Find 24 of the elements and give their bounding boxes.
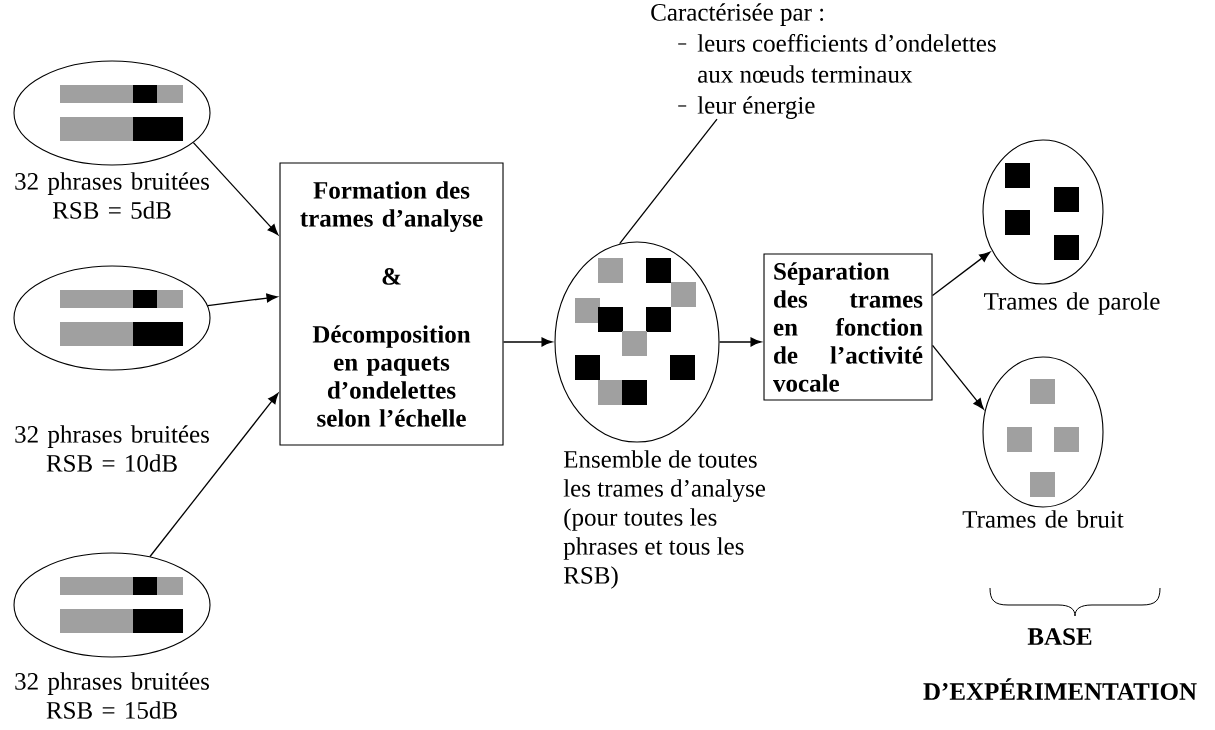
ellipse xyxy=(982,139,1104,285)
ellipse xyxy=(13,265,211,371)
node-caption: 32 phrases bruitées RSB = 10dB xyxy=(15,425,209,472)
node-caption: 32 phrases bruitées RSB = 5dB xyxy=(15,172,209,219)
arrow xyxy=(718,337,762,347)
arrow xyxy=(207,293,278,307)
arrow xyxy=(502,337,553,347)
node-caption: Ensemble de toutes les trames d’analyse (pour toutes les phrases et tous les RSB) xyxy=(563,450,766,589)
process-box: Séparation des trames en fonction de l’activité vocale xyxy=(763,253,933,401)
node-caption: Trames de parole xyxy=(984,292,1160,315)
process-box: Formation des trames d’analyse & Décomposition en paquets d’ondelettes selon l’échelle xyxy=(279,162,504,446)
arrow xyxy=(149,392,279,558)
arrow xyxy=(931,344,984,410)
ellipse xyxy=(554,241,720,443)
arrow xyxy=(931,251,991,297)
ellipse xyxy=(13,552,211,658)
node-caption: Trames de bruit xyxy=(962,510,1124,528)
arrow xyxy=(192,141,279,236)
annotation-text: Caractérisée par : leurs coefficients d’ondelettes aux nœuds terminaux leur énergie xyxy=(651,3,996,119)
ellipse xyxy=(13,60,211,166)
node-caption: 32 phrases bruitées RSB = 15dB xyxy=(15,672,209,719)
ellipse xyxy=(982,356,1104,508)
group-label: BASE D’EXPÉRIMENTATION xyxy=(923,628,1197,700)
leader-line xyxy=(619,118,718,245)
